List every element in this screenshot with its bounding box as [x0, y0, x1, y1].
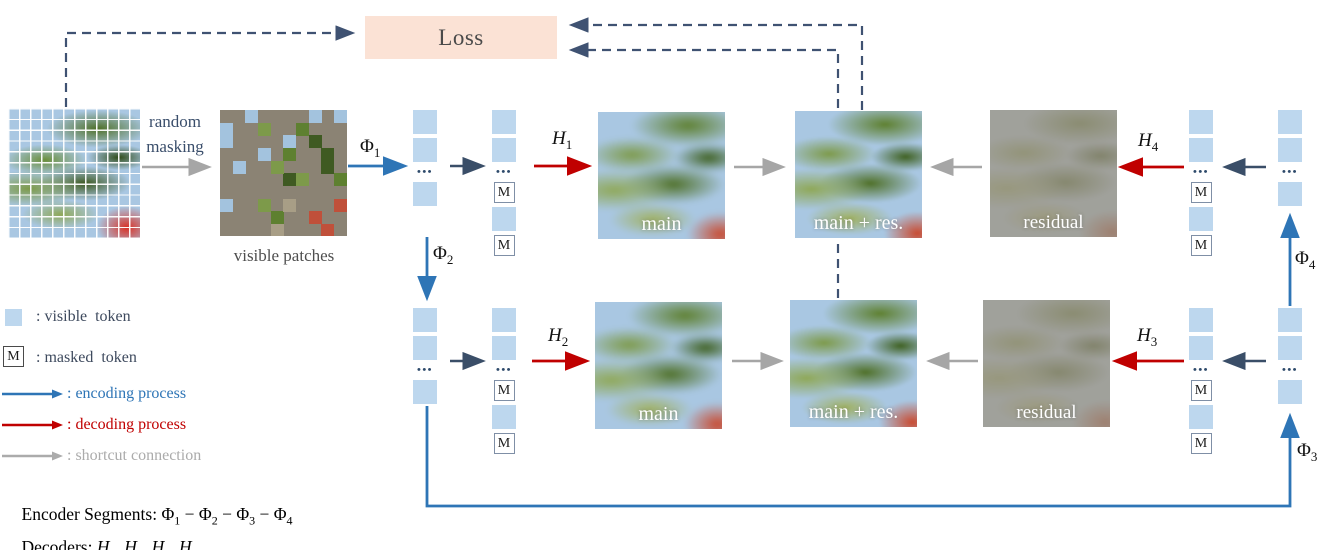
main-res-image-row2-content — [790, 300, 917, 427]
token-column-enc1-out: ••• — [412, 110, 438, 210]
visible-token — [1189, 110, 1213, 134]
phi2-label: Φ2 — [433, 243, 454, 267]
token-column-enc2-out: ••• — [412, 308, 438, 408]
visible-token — [1278, 182, 1302, 206]
main-caption-row2: main — [638, 403, 679, 425]
main-res-caption-row1: main + res. — [813, 212, 904, 234]
encoder-segments-line: Encoder Segments: Φ1 − Φ2 − Φ3 − Φ4 — [21, 504, 293, 528]
visible-token — [1278, 138, 1302, 162]
ellipsis-dots: ••• — [495, 364, 513, 376]
ellipsis-dots: ••• — [495, 166, 513, 178]
loss-label: Loss — [438, 24, 484, 50]
masked-token: M — [1190, 433, 1212, 454]
legend-shortcut-label: : shortcut connection — [67, 447, 202, 464]
visible-token — [1278, 380, 1302, 404]
visible-token — [413, 308, 437, 332]
masked-token: M — [493, 182, 515, 203]
token-column-enc4-out: ••• — [1277, 110, 1303, 210]
residual-image-row2-content — [983, 300, 1110, 427]
token-column-dec4-in: ••• M M — [1188, 110, 1214, 260]
ellipsis-dots: ••• — [416, 166, 434, 178]
visible-token — [413, 138, 437, 162]
dashed-input-to-loss — [64, 25, 356, 107]
phi4-label: Φ4 — [1295, 248, 1316, 272]
decoders-line: Decoders: H1, H2, H3, H4 — [21, 537, 198, 550]
visible-token — [413, 110, 437, 134]
visible-token — [413, 380, 437, 404]
residual-image-row2: residual — [983, 300, 1110, 427]
visible-token — [413, 336, 437, 360]
legend-encoding-arrow-icon — [2, 389, 63, 399]
random-masking-label: random masking — [146, 112, 204, 156]
visible-token — [1189, 308, 1213, 332]
residual-caption-row1: residual — [1023, 212, 1084, 233]
legend-masked-token-label: : masked token — [36, 349, 137, 366]
dashed-mainres1-to-loss — [568, 17, 864, 110]
visible-token — [492, 138, 516, 162]
loss-box: Loss — [365, 16, 557, 59]
visible-token — [1189, 138, 1213, 162]
legend-masked-token-swatch: M — [3, 346, 24, 367]
legend-visible-token-swatch — [5, 309, 22, 326]
legend-decoding-label: : decoding process — [67, 416, 187, 433]
h1-label: H1 — [552, 128, 573, 152]
h4-label: H4 — [1138, 130, 1159, 154]
visible-token — [492, 110, 516, 134]
h3-label: H3 — [1137, 325, 1158, 349]
visible-patches-cells — [220, 110, 233, 123]
visible-token — [1278, 336, 1302, 360]
masked-token: M — [493, 433, 515, 454]
legend-encoding-label: : encoding process — [67, 385, 187, 402]
visible-token — [1189, 336, 1213, 360]
visible-token — [492, 207, 516, 231]
token-column-enc3-out: ••• — [1277, 308, 1303, 408]
visible-token — [1278, 110, 1302, 134]
main-res-image-row1-content — [795, 111, 922, 238]
masked-token: M — [1190, 235, 1212, 256]
token-column-dec2-in: ••• M M — [491, 308, 517, 458]
main-caption-row1: main — [641, 213, 682, 235]
main-res-image-row2: main + res. — [790, 300, 917, 427]
ellipsis-dots: ••• — [1192, 166, 1210, 178]
visible-token — [1278, 308, 1302, 332]
ellipsis-dots: ••• — [1192, 364, 1210, 376]
token-column-dec1-in: ••• M M — [491, 110, 517, 260]
main-image-row2-content — [595, 302, 722, 429]
main-image-row2: main — [595, 302, 722, 429]
legend-decoding-arrow-icon — [2, 420, 63, 430]
main-image-row1-content — [598, 112, 725, 239]
ellipsis-dots: ••• — [1281, 166, 1299, 178]
visible-patches-caption: visible patches — [233, 246, 335, 265]
visible-token — [1189, 405, 1213, 429]
h2-label: H2 — [548, 325, 569, 349]
token-column-dec3-in: ••• M M — [1188, 308, 1214, 458]
phi3-label: Φ3 — [1297, 440, 1318, 464]
dashed-mainres2-to-loss-upper — [568, 42, 840, 108]
residual-image-row1: residual — [990, 110, 1117, 237]
visible-token — [492, 405, 516, 429]
input-image — [8, 108, 140, 238]
visible-token — [492, 308, 516, 332]
masked-token: M — [1190, 380, 1212, 401]
ellipsis-dots: ••• — [416, 364, 434, 376]
masked-token: M — [493, 380, 515, 401]
visible-token — [413, 182, 437, 206]
legend-shortcut-arrow-icon — [2, 451, 63, 461]
main-res-image-row1: main + res. — [795, 111, 922, 238]
masked-token: M — [1190, 182, 1212, 203]
visible-token — [492, 336, 516, 360]
ellipsis-dots: ••• — [1281, 364, 1299, 376]
residual-image-row1-content — [990, 110, 1117, 237]
main-image-row1: main — [598, 112, 725, 239]
visible-patches-image — [220, 110, 347, 236]
masked-token: M — [493, 235, 515, 256]
visible-token — [1189, 207, 1213, 231]
legend-visible-token-label: : visible token — [36, 308, 131, 325]
phi1-label: Φ1 — [360, 136, 381, 160]
residual-caption-row2: residual — [1016, 402, 1077, 423]
main-res-caption-row2: main + res. — [808, 401, 899, 423]
patch-grid-overlay — [8, 108, 140, 238]
